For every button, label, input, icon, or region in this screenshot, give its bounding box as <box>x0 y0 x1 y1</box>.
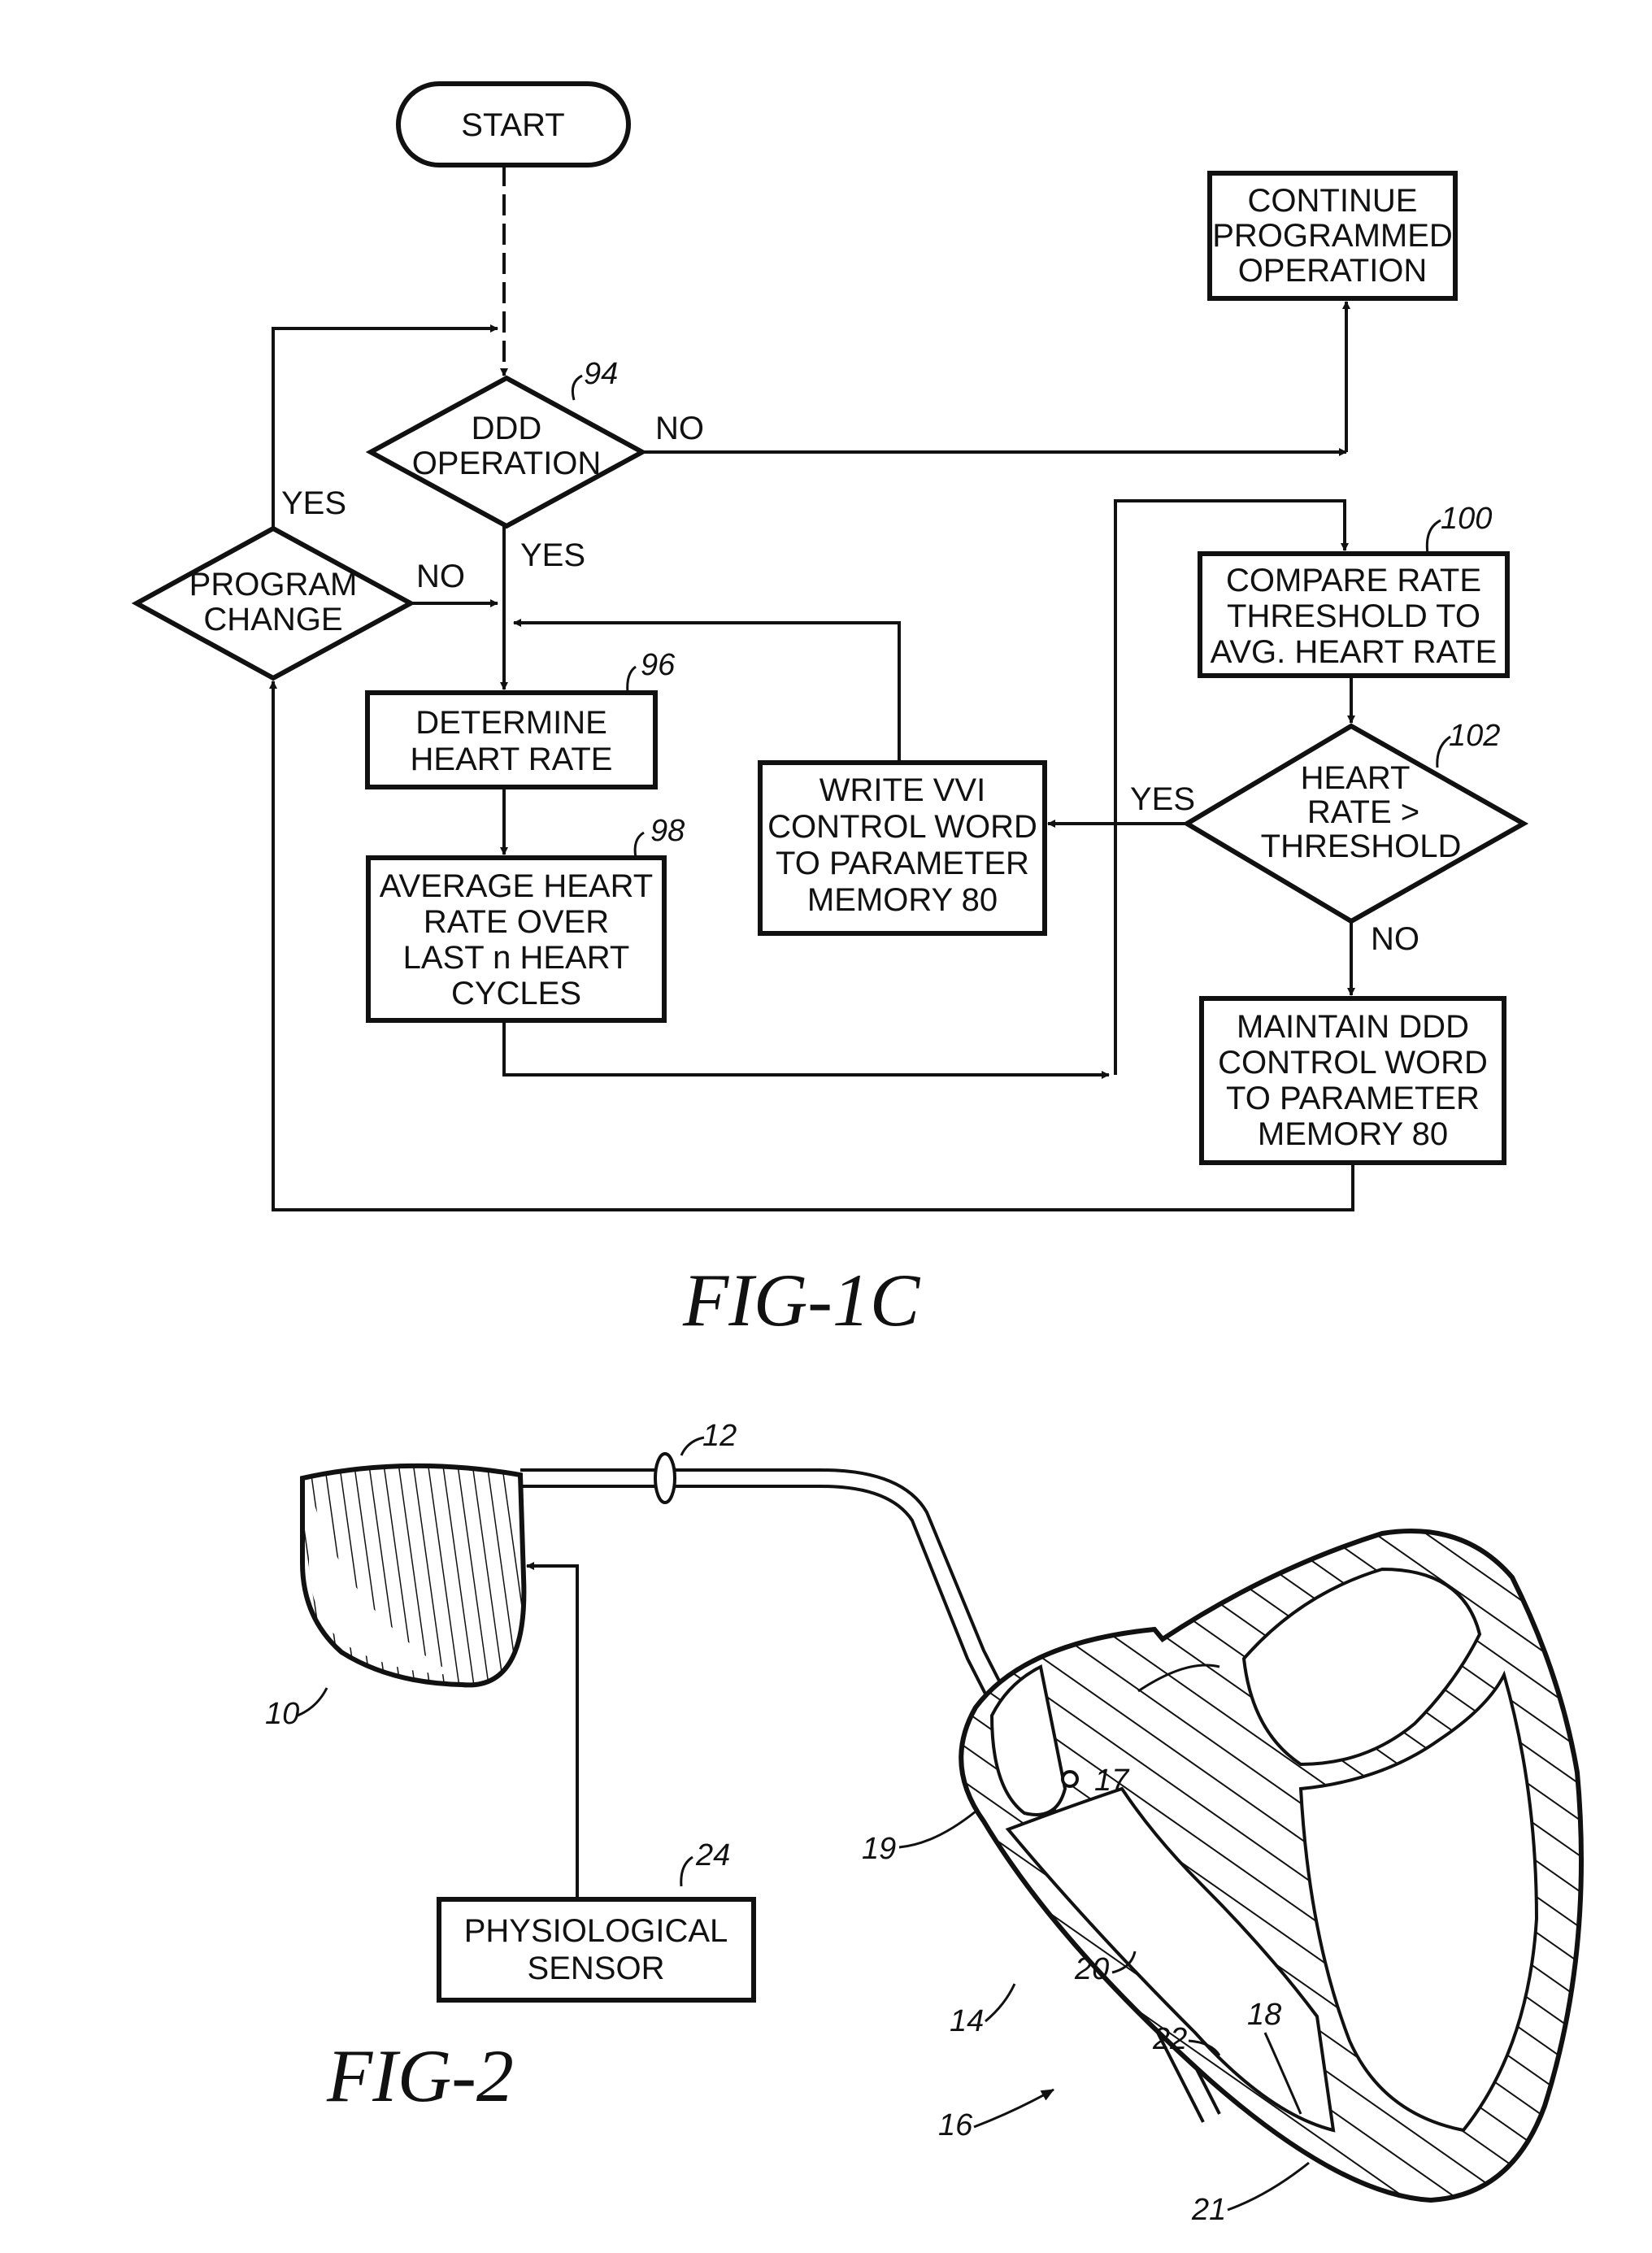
determine-heart-rate-box: DETERMINE HEART RATE 96 <box>365 648 676 789</box>
left-atrium-chamber <box>1241 1567 1482 1767</box>
program-change-yes-label: YES <box>281 485 346 521</box>
write-vvi-control-word-box: WRITE VVI CONTROL WORD TO PARAMETER MEMO… <box>758 760 1047 936</box>
hr-threshold-ref-number: 102 <box>1449 719 1500 753</box>
right-atrium-chamber <box>989 1664 1067 1816</box>
sensor-line-1: PHYSIOLOGICAL <box>464 1913 728 1949</box>
ddd-yes-label: YES <box>520 537 585 573</box>
program-change-line-1: PROGRAM <box>189 567 358 602</box>
compare-line-2: THRESHOLD TO <box>1227 598 1480 634</box>
septum-upper <box>1137 1664 1220 1693</box>
determine-line-1: DETERMINE <box>415 705 607 741</box>
flowchart-connectors <box>269 165 1355 1211</box>
start-terminal: START <box>396 81 631 167</box>
hr-threshold-no-label: NO <box>1371 921 1419 957</box>
determine-line-2: HEART RATE <box>411 742 613 777</box>
ddd-no-label: NO <box>655 411 704 446</box>
write-vvi-line-1: WRITE VVI <box>819 772 985 808</box>
fig2-caption: FIG-2 <box>326 2034 514 2117</box>
continue-line-2: PROGRAMMED <box>1212 218 1453 254</box>
sensor-line-2: SENSOR <box>528 1951 665 1986</box>
program-change-line-2: CHANGE <box>203 602 342 637</box>
compare-ref-number: 100 <box>1441 502 1492 536</box>
pacemaker-drawing-fig2: PHYSIOLOGICAL SENSOR 24 10 12 17 19 20 1… <box>265 1419 1584 2227</box>
ddd-line-2: OPERATION <box>412 446 602 481</box>
left-ventricle-chamber <box>1298 1670 1539 2133</box>
sensor-ref-number: 24 <box>695 1838 730 1872</box>
flowchart-fig1c: START CONTINUE PROGRAMMED OPERATION DDD … <box>131 81 1529 1342</box>
write-vvi-line-3: TO PARAMETER <box>776 846 1029 881</box>
hr-threshold-line-1: HEART <box>1301 760 1411 796</box>
ddd-operation-decision: DDD OPERATION 94 <box>365 357 648 529</box>
compare-rate-threshold-box: COMPARE RATE THRESHOLD TO AVG. HEART RAT… <box>1198 502 1510 678</box>
compare-line-3: AVG. HEART RATE <box>1211 634 1498 670</box>
heart <box>959 1529 1584 2203</box>
ref-10: 10 <box>265 1697 299 1731</box>
average-line-4: CYCLES <box>451 976 581 1011</box>
fig2-reference-numerals: 10 12 17 19 20 14 22 18 16 21 <box>265 1419 1310 2227</box>
ref-22: 22 <box>1152 2022 1187 2056</box>
ddd-line-1: DDD <box>472 411 542 446</box>
lead-band <box>654 1452 676 1504</box>
average-line-2: RATE OVER <box>424 904 609 940</box>
physiological-sensor-box: PHYSIOLOGICAL SENSOR 24 <box>437 1838 756 2003</box>
maintain-line-4: MEMORY 80 <box>1258 1116 1448 1152</box>
maintain-line-2: CONTROL WORD <box>1218 1045 1488 1081</box>
ref-20: 20 <box>1074 1952 1109 1986</box>
ref-17: 17 <box>1094 1764 1130 1798</box>
program-change-decision: PROGRAM CHANGE <box>131 525 416 681</box>
ref-21: 21 <box>1191 2193 1226 2227</box>
hr-threshold-yes-label: YES <box>1130 781 1195 817</box>
right-ventricle-chamber <box>1005 1786 1336 2133</box>
continue-line-1: CONTINUE <box>1248 183 1418 219</box>
ref-12: 12 <box>702 1419 737 1453</box>
ref-19: 19 <box>862 1832 896 1866</box>
program-change-no-label: NO <box>416 559 465 594</box>
average-ref-number: 98 <box>650 814 685 848</box>
maintain-ddd-control-word-box: MAINTAIN DDD CONTROL WORD TO PARAMETER M… <box>1199 996 1506 1165</box>
hr-threshold-line-3: THRESHOLD <box>1261 829 1462 864</box>
maintain-line-1: MAINTAIN DDD <box>1237 1009 1469 1045</box>
ref-16: 16 <box>938 2108 973 2142</box>
start-label: START <box>461 107 564 143</box>
fig1c-caption: FIG-1C <box>682 1259 921 1342</box>
continue-line-3: OPERATION <box>1238 253 1428 289</box>
determine-ref-number: 96 <box>641 648 676 682</box>
average-heart-rate-box: AVERAGE HEART RATE OVER LAST n HEART CYC… <box>366 814 685 1023</box>
compare-line-1: COMPARE RATE <box>1226 563 1481 598</box>
ddd-ref-number: 94 <box>584 357 618 391</box>
continue-programmed-operation-box: CONTINUE PROGRAMMED OPERATION <box>1207 171 1458 301</box>
hr-threshold-line-2: RATE > <box>1307 794 1419 830</box>
write-vvi-line-2: CONTROL WORD <box>767 809 1037 845</box>
ref-14: 14 <box>950 2004 984 2038</box>
pacemaker-can <box>300 1463 527 1688</box>
sensor-to-can-connector <box>526 1562 579 1899</box>
maintain-line-3: TO PARAMETER <box>1226 1081 1480 1116</box>
average-line-3: LAST n HEART <box>403 940 630 976</box>
heart-rate-threshold-decision: HEART RATE > THRESHOLD 102 <box>1182 719 1529 924</box>
write-vvi-line-4: MEMORY 80 <box>807 882 998 918</box>
ref-18: 18 <box>1247 1998 1281 2032</box>
average-line-1: AVERAGE HEART <box>380 868 653 904</box>
